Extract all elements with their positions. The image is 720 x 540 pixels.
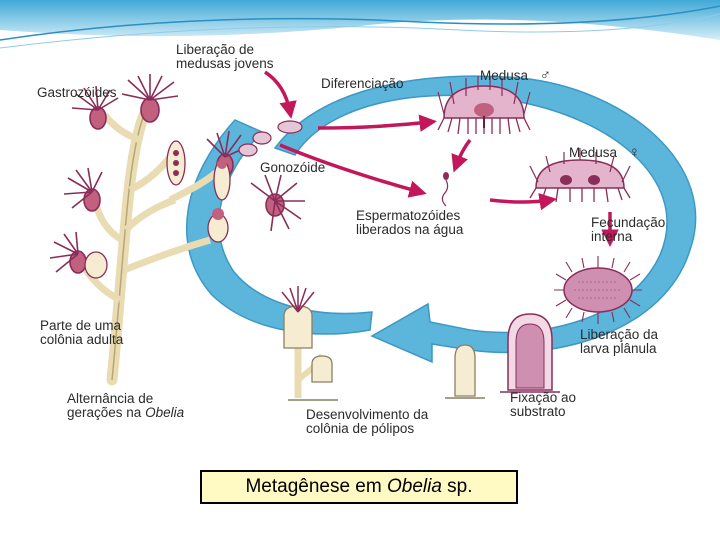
- label-medusa-female: Medusa ♀: [569, 144, 641, 161]
- sperm-cell: [441, 172, 449, 207]
- label-parte-colonia: Parte de uma colônia adulta: [40, 318, 124, 347]
- caption-box: Metagênese em Obelia sp.: [200, 470, 518, 504]
- label-desenvolvimento: Desenvolvimento da colônia de pólipos: [306, 407, 429, 436]
- label-liberacao-medusas: Liberação de medusas jovens: [176, 42, 274, 71]
- label-fecundacao: Fecundação interna: [591, 215, 666, 244]
- planula-larva: [554, 256, 642, 324]
- label-gastrozoides: Gastrozóides: [37, 85, 117, 100]
- pointer-arrows: [264, 70, 619, 247]
- caption-genus: Obelia: [386, 476, 442, 497]
- gastrozooid-polyps: [49, 74, 305, 274]
- female-medusa: [529, 148, 631, 203]
- label-alternancia: Alternância de gerações na Obelia: [67, 391, 185, 420]
- female-symbol-icon: ♀: [628, 144, 641, 161]
- header-swoosh: [0, 0, 720, 49]
- label-gonozoide: Gonozóide: [260, 160, 326, 175]
- gonozooids: [84, 140, 231, 279]
- label-liberacao-larva: Liberação da larva plânula: [580, 327, 659, 356]
- label-espermatozoides: Espermatozóides liberados na água: [356, 208, 464, 237]
- male-symbol-icon: ♂: [539, 67, 552, 84]
- label-diferenciacao: Diferenciação: [321, 76, 404, 91]
- male-medusa: [437, 76, 531, 135]
- settled-larva: [500, 313, 560, 393]
- label-fixacao: Fixação ao substrato: [510, 390, 577, 419]
- developing-colony: [281, 286, 338, 401]
- young-polyp: [445, 344, 485, 399]
- young-medusae-released: [238, 120, 303, 157]
- label-medusa-male: Medusa ♂: [480, 67, 552, 84]
